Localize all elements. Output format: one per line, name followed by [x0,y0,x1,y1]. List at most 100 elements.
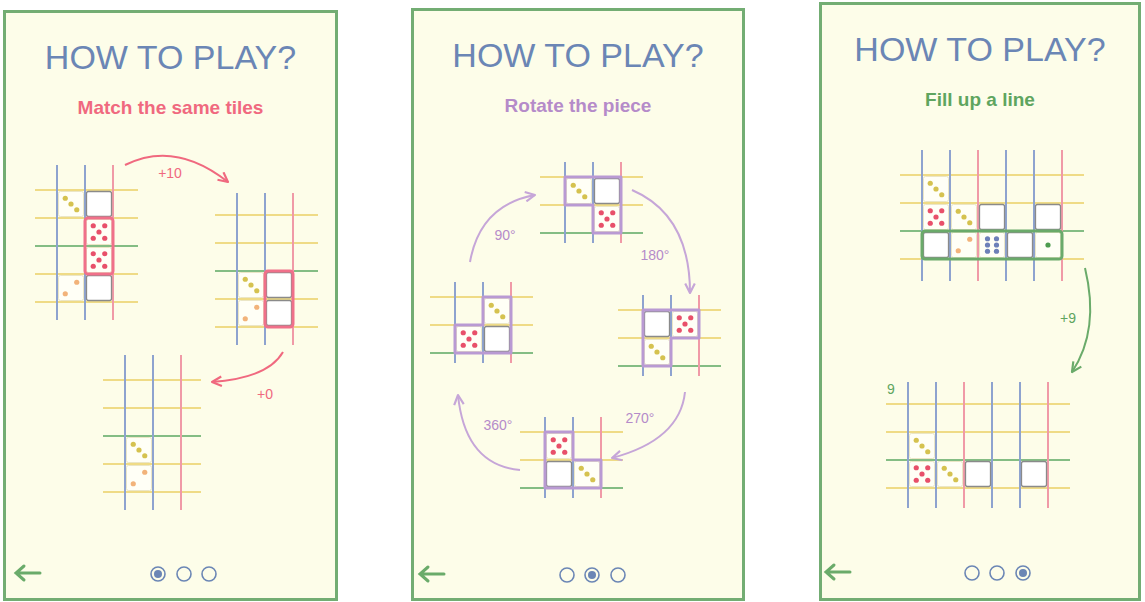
tile-dot [939,192,944,197]
grid [35,190,138,302]
tile [127,466,152,491]
tile-dot [91,264,96,269]
tile-dot [985,249,990,254]
tile-dot [961,214,966,219]
tile-dot [985,236,990,241]
tutorial-card: HOW TO PLAY?Match the same tiles [3,10,338,601]
grid-line [1047,382,1049,508]
rotating-piece [643,310,699,366]
tile-dot [919,443,924,448]
blank-tile [87,276,112,301]
tile [910,462,935,487]
tile-dot [956,248,961,253]
tile-dot [610,210,615,215]
flow-arrow [470,195,535,262]
score-label: +0 [255,386,275,402]
tile-dot [914,465,919,470]
grid-line [935,382,937,508]
tile-dot [942,466,947,471]
blank-tile [980,205,1005,230]
tile-dot [956,209,961,214]
grid-line [977,150,979,281]
tile-dot [947,471,952,476]
grid-line [900,174,1084,176]
back-arrow [420,567,444,581]
grid-line [124,355,126,510]
flow-arrow [212,352,283,382]
tile-dot [461,330,466,335]
tile-dot [472,343,477,348]
tile-dot [254,305,259,310]
dot-tile [239,273,264,298]
dot-tile [952,205,977,230]
tile-dot [500,314,505,319]
dot-tile [127,466,152,491]
tile-dot [472,330,477,335]
tile [673,312,698,337]
tile-dot [919,471,924,476]
tile [457,327,482,352]
blank-tile [595,179,620,204]
tile [87,192,112,217]
angle-label: 180° [639,247,672,263]
grid [455,282,511,363]
page-dot [202,567,216,581]
tile-dot [939,221,944,226]
tile [910,434,935,459]
tile [1022,462,1047,487]
dot-tile [567,179,592,204]
grid [520,432,623,488]
tile-dot [994,236,999,241]
tile-dot [489,303,494,308]
tile [595,207,620,232]
page-dot [585,568,599,582]
tile-dot [136,447,141,452]
tile-dot [925,465,930,470]
tile-dot [933,186,938,191]
dot-tile [87,248,112,273]
grid-line [35,301,138,303]
grid [618,310,721,366]
grid-line [236,193,238,345]
rotating-piece [545,432,601,488]
grid [215,215,318,327]
page-dot-active [1019,569,1027,577]
tile-dot [576,188,581,193]
selected-piece [265,271,293,327]
tile [547,434,572,459]
tile-dot [967,237,972,242]
card-subheading: Match the same tiles [6,95,335,121]
grid-line [56,165,58,320]
page-dot [560,568,574,582]
grid-line [1033,150,1035,281]
dot-tile [980,233,1005,258]
tile-dot [91,236,96,241]
blank-tile [645,312,670,337]
tile-dot [933,214,938,219]
tile-dot [582,194,587,199]
flow-arrow [612,392,685,458]
blank-tile [267,301,292,326]
flow-arrow [632,190,690,293]
dot-tile [595,207,620,232]
dot-tile [457,327,482,352]
tile-dot [579,466,584,471]
tile [87,248,112,273]
tile [980,205,1005,230]
dot-tile [547,434,572,459]
blank-tile [1036,205,1061,230]
grid [922,150,1062,281]
tile-dot [74,280,79,285]
tile [924,233,949,258]
blank-tile [924,233,949,258]
tile-dot [63,291,68,296]
dot-tile [910,434,935,459]
grid-line [35,189,138,191]
grid-line [949,150,951,281]
tile [127,438,152,463]
arrow-layer [125,156,1090,470]
card-ground [3,10,338,601]
grid-line [991,382,993,508]
tile-dot [688,328,693,333]
